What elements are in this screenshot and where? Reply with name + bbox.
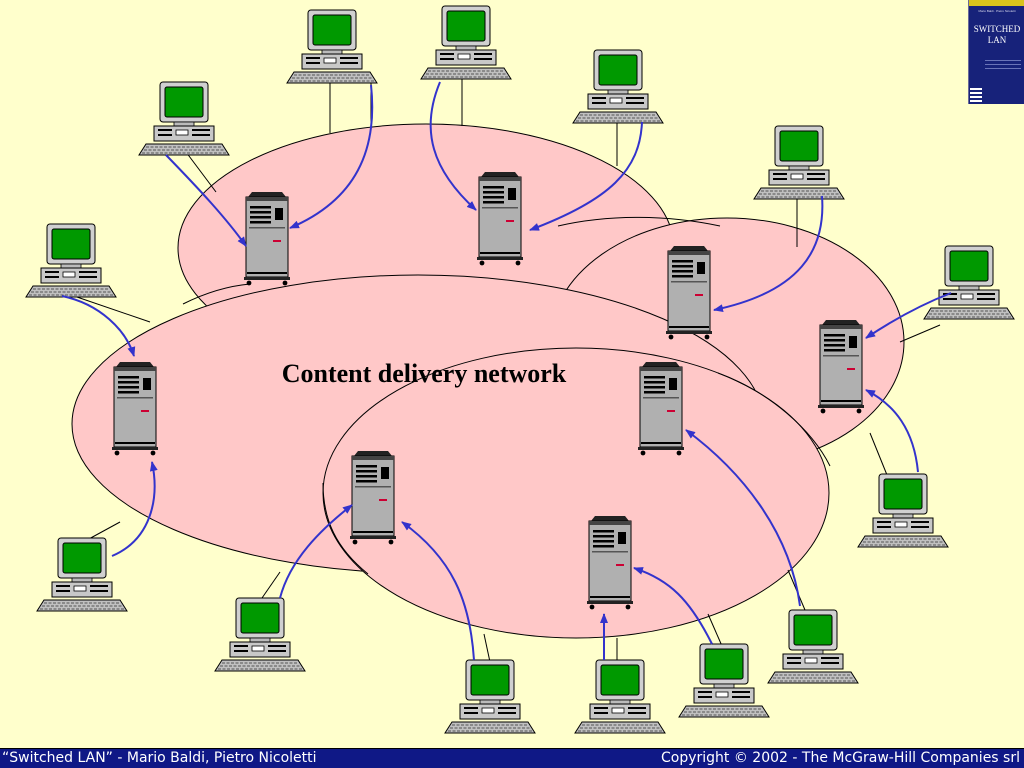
footer-bar: “Switched LAN” - Mario Baldi, Pietro Nic… — [0, 748, 1024, 768]
server-icon — [349, 450, 397, 545]
server-icon — [111, 361, 159, 456]
book-cover-decoration — [985, 60, 1021, 61]
book-cover-title: SWITCHED LAN — [969, 24, 1024, 46]
workstation-icon — [923, 245, 1015, 320]
link-line — [869, 432, 888, 476]
workstation-icon — [572, 49, 664, 124]
server-icon — [586, 515, 634, 610]
server-icon — [637, 361, 685, 456]
region-arc-right — [557, 216, 721, 227]
book-cover-authors: Mario Baldi · Pietro Nicoletti — [978, 9, 1016, 13]
publisher-logo — [970, 88, 982, 102]
server-icon — [665, 245, 713, 340]
diagram-title: Content delivery network — [282, 359, 567, 388]
link-line — [707, 613, 723, 647]
request-arrow — [685, 429, 801, 607]
network-regions — [71, 123, 905, 639]
workstation-icon — [767, 609, 859, 684]
request-arrow — [865, 292, 952, 339]
region-arc-bottom — [322, 482, 369, 575]
server-icon — [817, 319, 865, 414]
workstation-icon — [857, 473, 949, 548]
region-arc-top — [182, 283, 251, 305]
book-title-line1: SWITCHED — [973, 24, 1021, 34]
link-line — [185, 151, 217, 193]
link-line — [483, 633, 491, 663]
request-arrow — [865, 389, 919, 473]
workstation-icon — [678, 643, 770, 718]
request-arrow — [289, 84, 374, 229]
request-arrow — [111, 461, 158, 557]
request-arrow — [429, 81, 477, 211]
region-arc-mid — [717, 372, 831, 467]
workstation-icon — [25, 223, 117, 298]
book-cover-image: Mario Baldi · Pietro Nicoletti SWITCHED … — [968, 0, 1024, 104]
workstation-icon — [36, 537, 128, 612]
workstation-icon — [138, 81, 230, 156]
request-arrow — [279, 504, 353, 599]
link-line — [261, 571, 281, 599]
workstation-icon — [420, 5, 512, 80]
workstation-icon — [574, 659, 666, 734]
request-arrow — [165, 154, 247, 247]
book-title-line2: LAN — [987, 35, 1007, 45]
workstation-icon — [444, 659, 536, 734]
footer-copyright: Copyright © 2002 - The McGraw-Hill Compa… — [661, 750, 1020, 766]
server-icon — [243, 191, 291, 286]
workstation-icon — [753, 125, 845, 200]
footer-book-credit: “Switched LAN” - Mario Baldi, Pietro Nic… — [2, 750, 317, 766]
request-arrow — [61, 295, 136, 357]
region-bottom — [322, 347, 830, 639]
link-line — [86, 521, 121, 541]
workstation-icon — [286, 9, 378, 84]
server-icon — [476, 171, 524, 266]
cdn-diagram: Content delivery network — [25, 5, 1015, 734]
link-line — [73, 295, 151, 323]
request-arrow — [529, 121, 643, 231]
workstation-icon — [214, 597, 306, 672]
book-cover-band — [969, 0, 1024, 6]
request-arrow — [633, 567, 713, 645]
request-arrow — [713, 195, 824, 313]
link-line — [899, 324, 941, 343]
request-arrows — [61, 81, 952, 661]
request-arrow — [401, 521, 475, 661]
